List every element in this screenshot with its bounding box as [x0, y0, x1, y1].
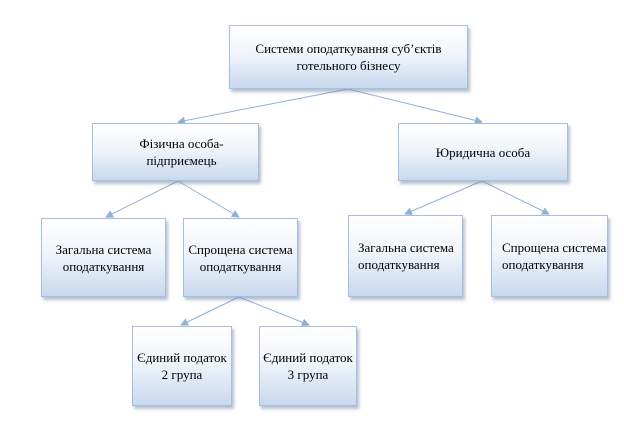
node-single-tax-group-3: Єдиний податок 3 група	[259, 326, 357, 406]
node-single-tax-group-2: Єдиний податок 2 група	[132, 326, 232, 406]
connector-root-to-fizychna	[177, 88, 349, 125]
single-tax-group-2-label: Єдиний податок 2 група	[137, 350, 227, 382]
connector-fizychna-to-zagalna	[105, 180, 179, 218]
node-individual-simplified-system: Спрощена система оподаткування	[183, 218, 298, 297]
individual-entrepreneur-label: Фізична особа-підприємець	[139, 136, 224, 168]
root-node-label: Системи оподаткування суб’єктів готельно…	[255, 41, 442, 73]
connector-root-to-yurydychna	[347, 88, 483, 125]
connector-sproshchena-to-yedynyi-2	[180, 296, 240, 326]
connector-fizychna-to-sproshchena	[177, 180, 240, 218]
legal-simplified-system-label: Спрощена система оподаткування	[502, 240, 607, 272]
node-legal-entity: Юридична особа	[398, 123, 568, 181]
individual-simplified-system-label: Спрощена система оподаткування	[188, 241, 293, 274]
connector-sproshchena-to-yedynyi-3	[238, 296, 310, 327]
legal-general-system-label: Загальна система оподаткування	[358, 240, 454, 272]
single-tax-group-3-label: Єдиний податок 3 група	[263, 350, 353, 382]
connector-yurydychna-to-zagalna	[404, 180, 483, 215]
connector-yurydychna-to-sproshchena	[481, 180, 550, 215]
node-legal-simplified-system: Спрощена система оподаткування	[491, 215, 608, 297]
node-legal-general-system: Загальна система оподаткування	[348, 215, 463, 297]
individual-general-system-label: Загальна система оподаткування	[55, 241, 152, 274]
root-node-taxation-systems: Системи оподаткування суб’єктів готельно…	[229, 25, 468, 89]
legal-entity-label: Юридична особа	[435, 144, 531, 160]
node-individual-entrepreneur: Фізична особа-підприємець	[92, 123, 259, 181]
node-individual-general-system: Загальна система оподаткування	[41, 218, 166, 297]
